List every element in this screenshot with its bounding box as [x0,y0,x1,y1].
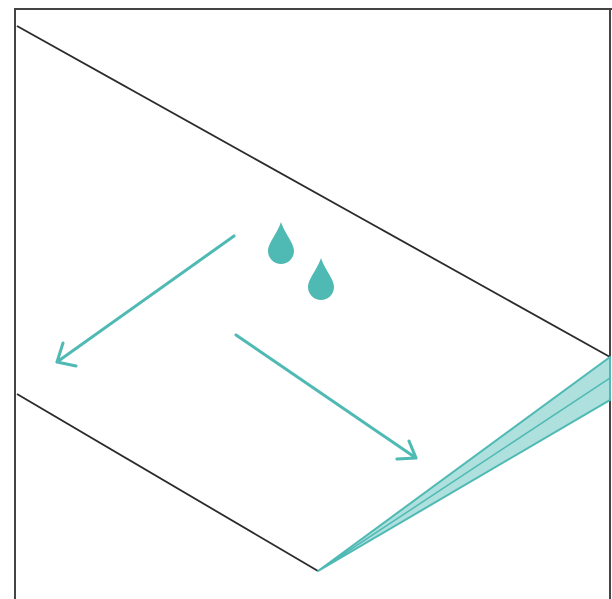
runoff-arrows [55,234,418,461]
water-drop-icon [308,258,334,300]
wedge-fold-line [317,377,611,572]
surface-lower-edge [16,393,319,572]
water-drops [268,222,334,300]
sloped-surface [16,25,611,572]
surface-upper-edge [16,25,611,358]
surface-slope-wedge [317,356,611,572]
arrow-down-left-icon [55,234,236,368]
water-drop-icon [268,222,294,264]
frame [14,8,612,599]
arrow-down-right-icon [234,333,418,461]
wedge-fill [317,356,611,572]
